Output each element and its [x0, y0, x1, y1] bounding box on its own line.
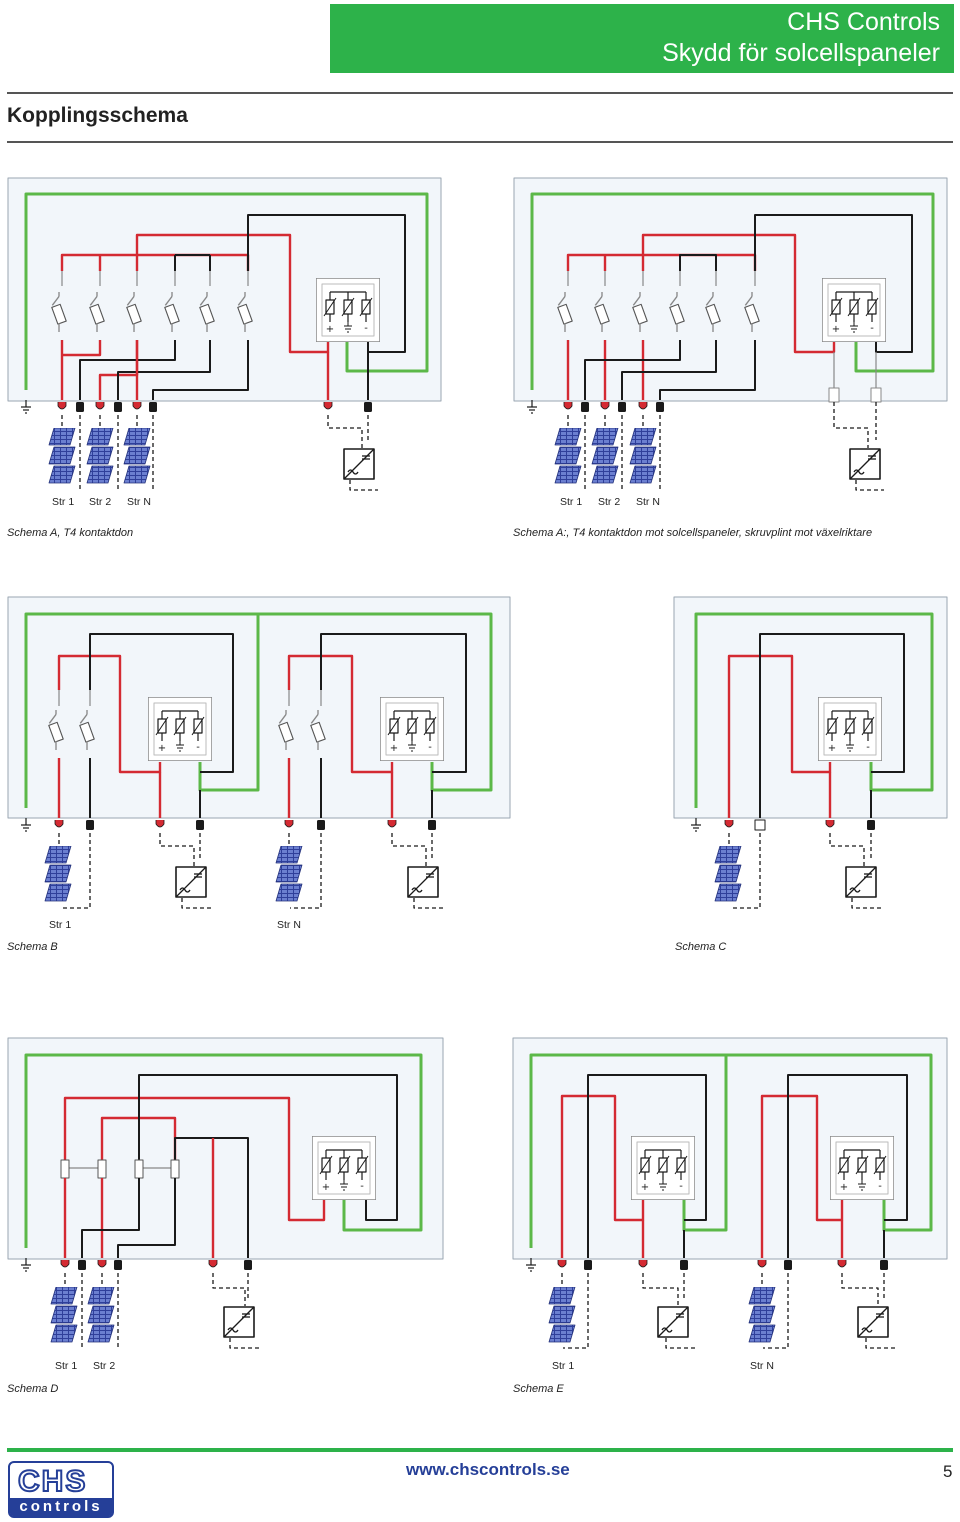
title-rule	[7, 141, 953, 143]
page-title: Kopplingsschema	[7, 104, 188, 127]
string-label: Str N	[277, 919, 301, 931]
schema-e-caption: Schema E	[513, 1383, 564, 1395]
schema-c-caption: Schema C	[675, 941, 727, 953]
logo-band: controls	[10, 1498, 112, 1516]
website-link[interactable]: www.chscontrols.se	[406, 1460, 570, 1479]
string-label: Str 2	[598, 496, 621, 508]
header-rule	[7, 92, 953, 94]
product-name: Skydd för solcellspaneler	[662, 39, 940, 67]
string-label: Str N	[127, 496, 151, 508]
schema-a-alt-caption: Schema A:, T4 kontaktdon mot solcellspan…	[513, 527, 873, 539]
string-label: Str 2	[89, 496, 112, 508]
company-name: CHS Controls	[787, 8, 940, 36]
string-label: Str 1	[49, 919, 72, 931]
schema-b-caption: Schema B	[7, 941, 58, 953]
page-number: 5	[943, 1462, 953, 1481]
string-label: Str 1	[560, 496, 583, 508]
schema-a-caption: Schema A, T4 kontaktdon	[7, 527, 134, 539]
logo-bottom-text: controls	[19, 1498, 103, 1515]
chs-logo: CHS controls	[8, 1461, 114, 1518]
footer-rule	[7, 1448, 953, 1452]
string-label: Str 1	[55, 1360, 78, 1372]
schema-a-diagram	[7, 177, 442, 491]
logo-top-text: CHS	[17, 1464, 88, 1499]
header-banner: CHS Controls Skydd för solcellspaneler	[330, 4, 954, 73]
string-label: Str 1	[52, 496, 75, 508]
string-label: Str 1	[552, 1360, 575, 1372]
schema-c-diagram	[673, 596, 948, 909]
string-label: Str 2	[93, 1360, 116, 1372]
schema-d-caption: Schema D	[7, 1383, 59, 1395]
schema-a-alt-diagram	[513, 177, 948, 491]
string-label: Str N	[750, 1360, 774, 1372]
schema-d-diagram	[7, 1037, 444, 1349]
string-label: Str N	[636, 496, 660, 508]
schema-b-diagram	[7, 596, 511, 909]
schema-e-diagram	[512, 1037, 948, 1349]
